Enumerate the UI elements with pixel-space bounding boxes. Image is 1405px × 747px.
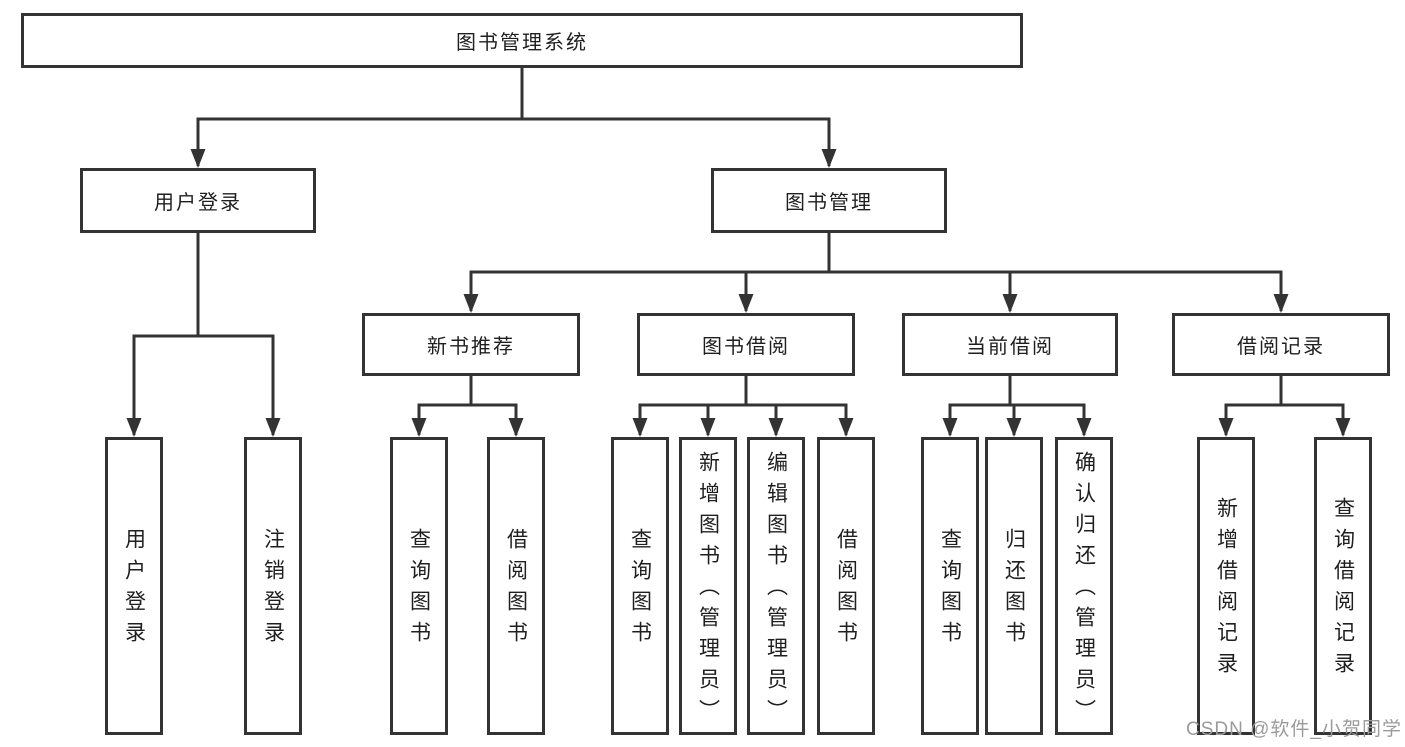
connector-root-to-level2 — [196, 68, 831, 166]
node-borrow-records: 借阅记录 — [1172, 313, 1390, 376]
connector-userlogin-to-leaves — [132, 233, 275, 435]
node-book-management: 图书管理 — [711, 168, 947, 233]
leaf-query-books-current: 查询图书 — [921, 437, 979, 735]
leaf-confirm-return-admin: 确认归还（管理员） — [1055, 437, 1113, 735]
connector-bookmgmt-to-level3 — [469, 233, 1283, 311]
leaf-edit-books-admin: 编辑图书（管理员） — [747, 437, 805, 735]
leaf-query-books-recommend: 查询图书 — [390, 437, 448, 735]
node-user-login: 用户登录 — [80, 168, 316, 233]
leaf-add-borrow-record: 新增借阅记录 — [1197, 437, 1255, 735]
connector-newbook-to-leaves — [417, 376, 518, 435]
leaf-borrow-books-borrow: 借阅图书 — [817, 437, 875, 735]
connector-bookborrow-to-leaves — [638, 376, 848, 435]
leaf-query-books-borrow: 查询图书 — [611, 437, 669, 735]
leaf-user-login: 用户登录 — [105, 437, 163, 735]
arrowheads — [126, 149, 1351, 437]
watermark-text: CSDN @软件_小贺同学 — [1186, 719, 1402, 740]
node-current-borrow: 当前借阅 — [902, 313, 1118, 376]
leaf-return-books: 归还图书 — [985, 437, 1043, 735]
connector-borrowrecords-to-leaves — [1224, 376, 1345, 435]
node-book-borrow: 图书借阅 — [637, 313, 855, 376]
leaf-logout: 注销登录 — [244, 437, 302, 735]
node-new-book-recommend: 新书推荐 — [362, 313, 580, 376]
leaf-add-books-admin: 新增图书（管理员） — [679, 437, 737, 735]
node-book-management-system: 图书管理系统 — [21, 13, 1023, 68]
leaf-borrow-books-recommend: 借阅图书 — [487, 437, 545, 735]
leaf-query-borrow-record: 查询借阅记录 — [1314, 437, 1372, 735]
